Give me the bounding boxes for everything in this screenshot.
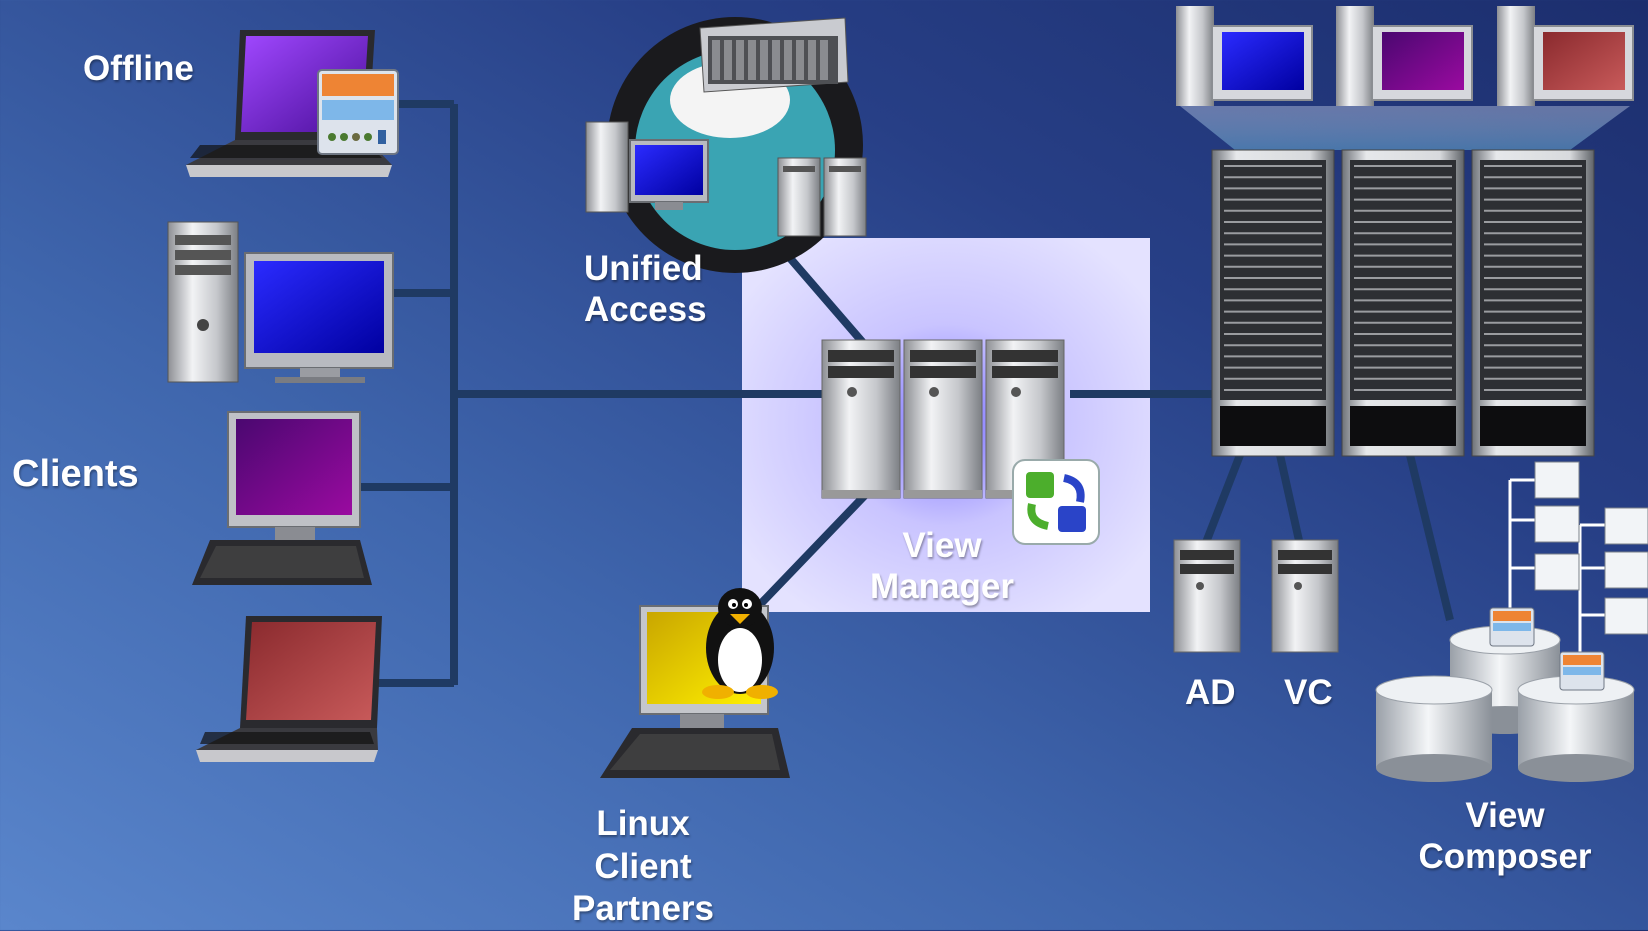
offline-app-card	[317, 69, 399, 155]
database-icon	[1375, 625, 1635, 782]
view-composer-label: View Composer	[1395, 795, 1615, 878]
unified-access-icon	[585, 17, 867, 273]
vc-label: VC	[1284, 673, 1333, 712]
linux-label-line1: Linux	[596, 804, 690, 843]
vc-server-icon	[1271, 539, 1339, 653]
view-manager-label: View Manager	[852, 525, 1032, 608]
hosted-desktops-icons	[1176, 6, 1634, 150]
desktop-tower-blue-icon	[167, 221, 394, 383]
unified-access-label-line1: Unified	[584, 249, 703, 288]
unified-access-label: Unified Access	[584, 248, 707, 331]
unified-access-label-line2: Access	[584, 290, 707, 330]
linux-penguin-icon	[702, 588, 778, 699]
linux-label-line3: Partners	[571, 889, 715, 929]
laptop-red-icon	[196, 616, 382, 762]
view-composer-label-line2: Composer	[1418, 837, 1592, 877]
view-logo-icon	[1012, 459, 1100, 545]
desktop-monitor-purple-icon	[192, 411, 372, 585]
rack-servers-icon	[1211, 149, 1595, 457]
view-composer-label-line1: View	[1465, 796, 1545, 835]
clients-label: Clients	[12, 453, 139, 495]
linux-client-partners-label: Linux Client Partners	[553, 803, 733, 931]
connector-lines	[360, 100, 1454, 687]
view-manager-label-line2: Manager	[870, 567, 1014, 607]
offline-label: Offline	[83, 49, 194, 88]
ad-label: AD	[1185, 673, 1236, 712]
linux-label-line2: Client	[594, 846, 692, 886]
ad-server-icon	[1173, 539, 1241, 653]
view-manager-label-line1: View	[902, 526, 982, 565]
linked-clone-icons	[1534, 461, 1648, 635]
composer-app-cards	[1489, 607, 1605, 691]
view-manager-servers-icon	[821, 339, 1065, 499]
